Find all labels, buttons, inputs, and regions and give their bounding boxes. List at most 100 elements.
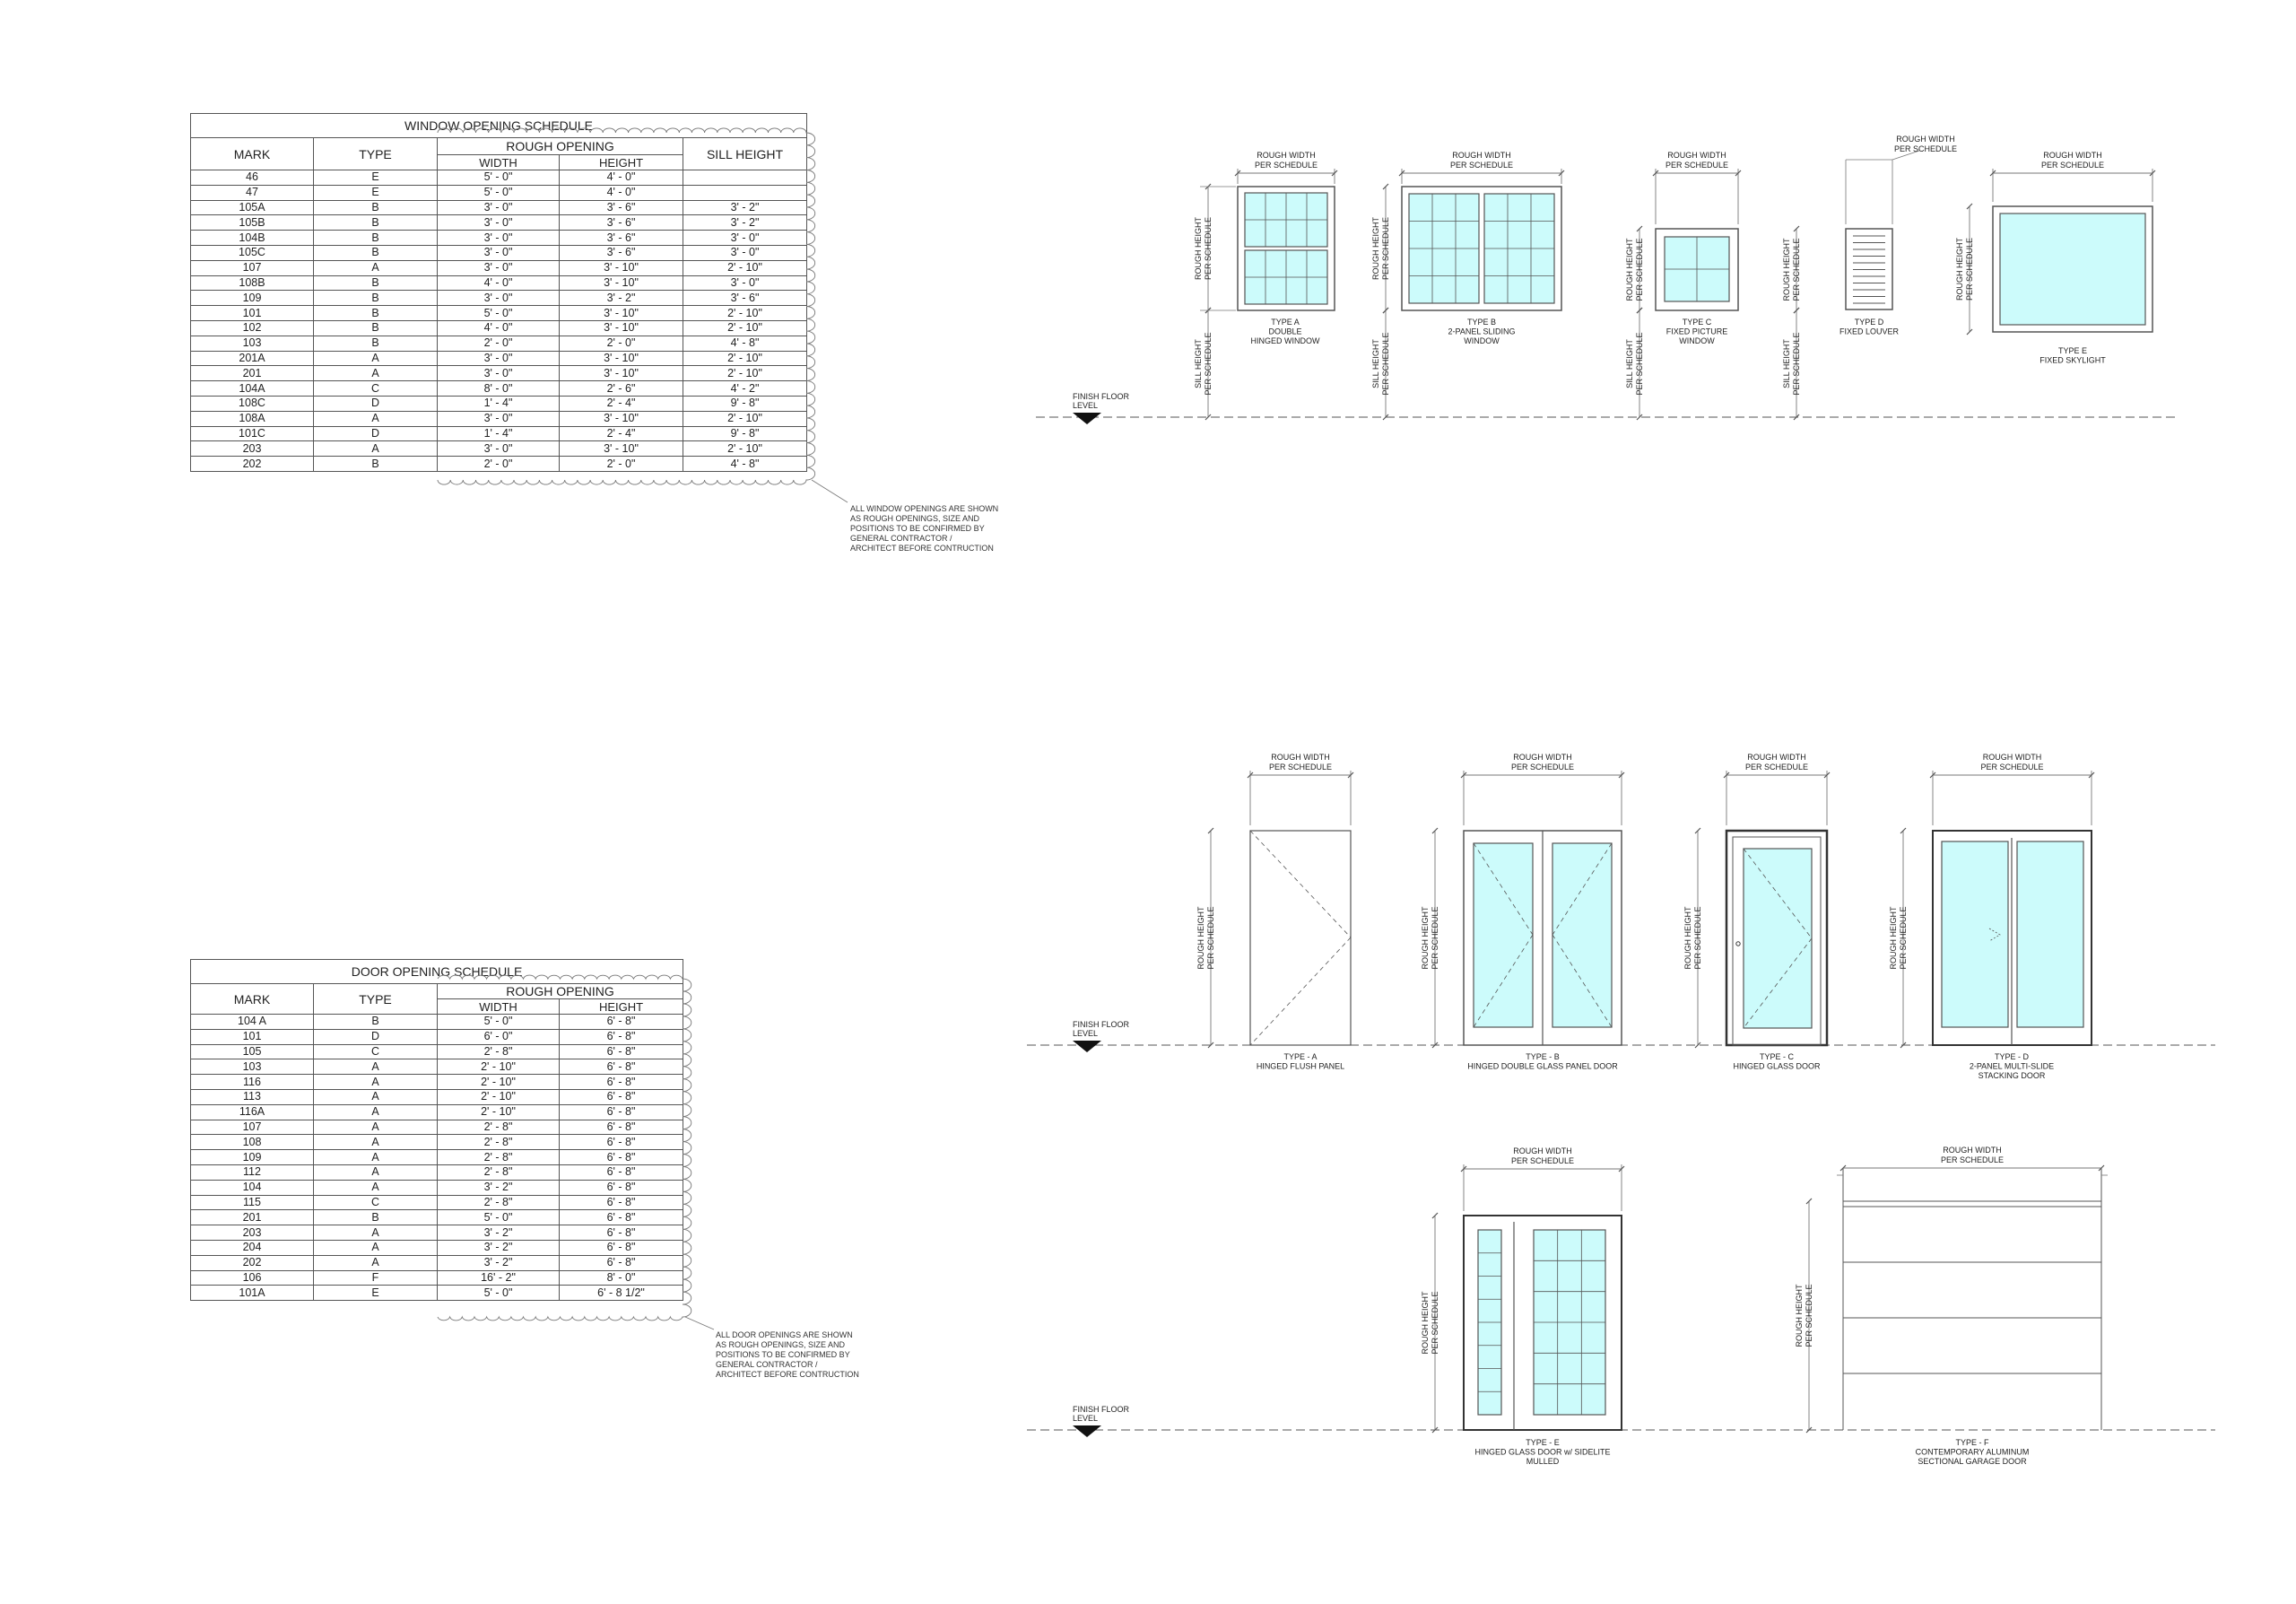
door-c-width-label-2: PER SCHEDULE (1745, 763, 1808, 771)
dimension-tick (1207, 827, 1214, 834)
dimension-tick (1900, 827, 1907, 834)
col-height: HEIGHT (558, 998, 684, 1015)
door-height-cell: 6' - 8" (558, 1225, 684, 1241)
door-b-width-label-2: PER SCHEDULE (1511, 763, 1574, 771)
window-d-caption: TYPE D (1855, 318, 1884, 327)
window-width-cell: 4' - 0" (437, 319, 560, 336)
window-c-frame (1655, 228, 1739, 311)
col-width: WIDTH (437, 998, 560, 1015)
dimension-tick (1636, 307, 1643, 314)
col-width: WIDTH (437, 154, 560, 170)
door-d-height-label-2: PER SCHEDULE (1899, 906, 1908, 969)
door-c-height-label-1: ROUGH HEIGHT (1683, 906, 1692, 970)
door-a-frame (1249, 830, 1352, 1046)
window-b-caption: WINDOW (1464, 336, 1500, 345)
dimension-tick (1382, 183, 1389, 190)
window-mark-cell: 109 (190, 290, 314, 307)
door-schedule-note: ALL DOOR OPENINGS ARE SHOWN AS ROUGH OPE… (716, 1330, 859, 1379)
door-mark-cell: 116 (190, 1074, 314, 1090)
door-e-width-label-1: ROUGH WIDTH (1513, 1146, 1572, 1155)
dimension-tick (1636, 225, 1643, 232)
door-d-slide-arrow-icon (1988, 928, 2001, 942)
window-width-cell: 3' - 0" (437, 290, 560, 307)
dimension-tick (1382, 307, 1389, 314)
col-mark: MARK (190, 137, 314, 170)
window-d-caption: FIXED LOUVER (1839, 327, 1900, 336)
window-a-sill-label-2: PER SCHEDULE (1204, 332, 1213, 395)
dimension-tick (1929, 771, 1936, 779)
window-opening-schedule: WINDOW OPENING SCHEDULE MARK TYPE ROUGH … (190, 113, 807, 472)
window-sill-cell: 3' - 2" (683, 199, 807, 216)
door-b-swing (1552, 842, 1613, 936)
window-mark-cell: 101C (190, 425, 314, 442)
dimension-tick (2149, 170, 2156, 177)
window-c-caption: FIXED PICTURE (1666, 327, 1728, 336)
door-a-caption: HINGED FLUSH PANEL (1257, 1062, 1344, 1071)
door-width-cell: 2' - 10" (437, 1088, 560, 1105)
door-revision-cloud (437, 974, 692, 1321)
door-d-width-label-1: ROUGH WIDTH (1983, 753, 2042, 762)
window-sill-cell: 4' - 8" (683, 456, 807, 472)
col-sill-height: SILL HEIGHT (683, 137, 807, 170)
door-mark-cell: 115 (190, 1194, 314, 1211)
window-a-caption: DOUBLE (1268, 327, 1301, 336)
door-b-left-glass (1473, 842, 1534, 1028)
door-a-caption: TYPE - A (1283, 1052, 1317, 1061)
door-c-caption: HINGED GLASS DOOR (1733, 1062, 1821, 1071)
window-d-sill-label-1: SILL HEIGHT (1782, 339, 1791, 388)
door-mark-cell: 203 (190, 1225, 314, 1241)
window-b-width-label-2: PER SCHEDULE (1450, 161, 1513, 170)
door-width-cell: 2' - 8" (437, 1119, 560, 1136)
window-d-height-label-1: ROUGH HEIGHT (1782, 238, 1791, 301)
door-d-left-glass (1941, 841, 2009, 1028)
door-a-width-label-2: PER SCHEDULE (1269, 763, 1332, 771)
window-sill-cell: 2' - 10" (683, 440, 807, 458)
dimension-tick (2088, 771, 2095, 779)
door-height-cell: 6' - 8" (558, 1164, 684, 1181)
dimension-tick (1636, 414, 1643, 421)
door-a-height-label-2: PER SCHEDULE (1206, 906, 1215, 969)
door-d-caption: TYPE - D (1995, 1052, 2030, 1061)
door-height-cell: 6' - 8" (558, 1028, 684, 1045)
window-d-width-label: PER SCHEDULE (1894, 144, 1957, 153)
dimension-tick (1460, 1165, 1467, 1172)
door-c-glass (1743, 848, 1813, 1029)
door-schedule-title: DOOR OPENING SCHEDULE (189, 959, 684, 984)
window-sill-cell: 3' - 0" (683, 244, 807, 261)
dimension-tick (1694, 1042, 1701, 1049)
dimension-tick (1398, 170, 1405, 177)
door-b-swing (1473, 842, 1534, 936)
door-b-caption: HINGED DOUBLE GLASS PANEL DOOR (1467, 1062, 1618, 1071)
window-e-width-label-1: ROUGH WIDTH (2043, 151, 2102, 160)
dimension-tick (1460, 771, 1467, 779)
window-c-height-label-2: PER SCHEDULE (1635, 238, 1644, 301)
col-height: HEIGHT (559, 154, 683, 170)
window-finish-floor-label: LEVEL (1073, 401, 1098, 410)
dimension-tick (1618, 1165, 1625, 1172)
door-e-width-label-2: PER SCHEDULE (1511, 1156, 1574, 1165)
door-height-cell: 6' - 8" (558, 1119, 684, 1136)
door-width-cell: 3' - 2" (437, 1239, 560, 1256)
door-height-cell: 6' - 8" (558, 1074, 684, 1090)
door-e-height-label-2: PER SCHEDULE (1431, 1291, 1439, 1354)
door-b-height-label-2: PER SCHEDULE (1431, 906, 1439, 969)
window-finish-floor-label: FINISH FLOOR (1073, 392, 1130, 401)
window-e-caption: TYPE E (2058, 346, 2087, 355)
door-c-swing (1743, 937, 1813, 1029)
dimension-tick (1382, 414, 1389, 421)
door-d-caption: 2-PANEL MULTI-SLIDE (1970, 1062, 2054, 1071)
window-b-width-label-1: ROUGH WIDTH (1452, 151, 1511, 160)
door-c-swing (1743, 848, 1813, 939)
door-a-width-label-1: ROUGH WIDTH (1271, 753, 1330, 762)
door-c-handle-icon (1735, 941, 1741, 946)
door-b-height-label-1: ROUGH HEIGHT (1421, 906, 1430, 970)
